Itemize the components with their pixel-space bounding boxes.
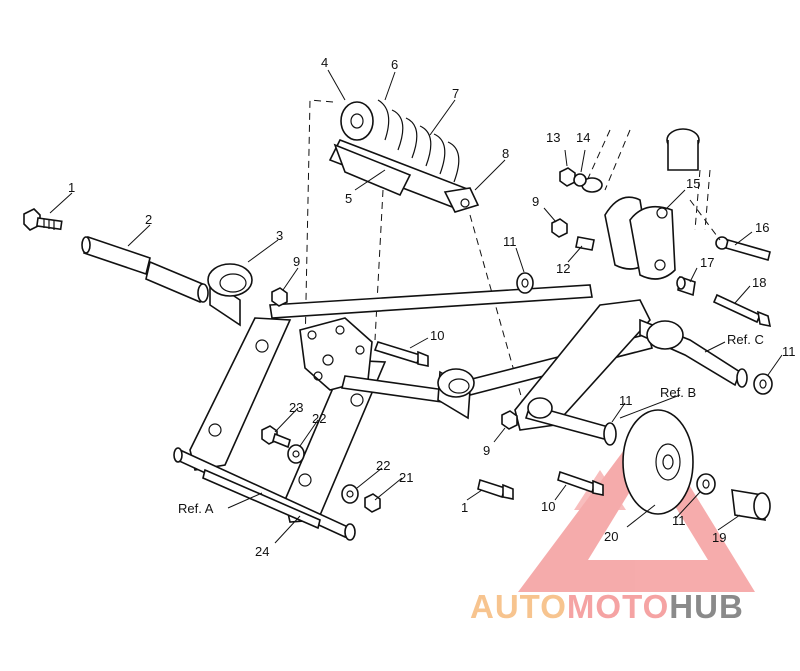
bolt-1-left [23,208,63,231]
shock-absorber [328,99,480,213]
ref-a-label: Ref. A [178,501,214,516]
nut-13 [559,167,576,187]
callout-23: 23 [289,400,303,415]
callout-16: 16 [755,220,769,235]
washer-11-far-right [753,373,773,395]
callout-8: 8 [502,146,509,161]
callout-10-upper: 10 [430,328,444,343]
watermark-text: AUTOMOTOHUB [470,588,744,625]
callout-24: 24 [255,544,269,559]
center-tube [437,368,475,420]
left-arm-plates [173,317,387,541]
bolt-10-lower [557,470,604,496]
mount-bracket [299,317,373,391]
callout-6: 6 [391,57,398,72]
dashed-upper-right [584,129,721,241]
callout-2: 2 [145,212,152,227]
callout-21: 21 [399,470,413,485]
callout-5: 5 [345,191,352,206]
callout-1-lower: 1 [461,500,468,515]
watermark-moto: MOTO [567,588,669,625]
callout-15: 15 [686,176,700,191]
bolt-18 [712,293,772,328]
callout-9-upper-right: 9 [532,194,539,209]
callout-11-far-right: 11 [782,344,796,359]
sleeve-12 [575,236,595,251]
callout-11-upper: 11 [503,234,517,249]
callout-20: 20 [604,529,618,544]
nut-9-center [501,410,518,430]
callout-labels: 1 2 3 4 6 7 8 5 9 10 13 14 9 11 12 15 16… [68,55,796,559]
ref-c-label: Ref. C [727,332,764,347]
callout-11-center: 11 [619,393,633,408]
callout-18: 18 [752,275,766,290]
bolt-16 [715,236,771,261]
callout-4: 4 [321,55,328,70]
nut-9-left [271,287,288,307]
sleeve-17 [676,275,696,297]
nut-21 [364,493,381,513]
upper-stub [581,128,700,193]
watermark-hub: HUB [669,588,744,625]
callout-7: 7 [452,86,459,101]
tube-3 [207,263,253,327]
svg-text:AUTOMOTOHUB: AUTOMOTOHUB [470,588,744,625]
ref-b-label: Ref. B [660,385,696,400]
callout-1-top-left: 1 [68,180,75,195]
callout-3: 3 [276,228,283,243]
washer-22-lower [341,484,359,504]
bolt-10-upper [373,341,429,367]
idler-wheel-20 [622,409,694,515]
nut-9-upper-right [551,218,568,238]
washer-11-upper [516,272,534,294]
mount-plate-15 [604,196,676,280]
bolt-1-lower [477,478,514,500]
washer-11-right-low [696,473,716,495]
bolt-23 [261,425,291,449]
callout-19: 19 [712,530,726,545]
callout-12: 12 [556,261,570,276]
callout-13: 13 [546,130,560,145]
washer-22-upper [287,444,305,464]
washer-14 [573,173,587,187]
callout-22-lower: 22 [376,458,390,473]
callout-14: 14 [576,130,590,145]
callout-9-center: 9 [483,443,490,458]
shaft-2 [81,235,209,304]
watermark-auto: AUTO [470,588,567,625]
callout-17: 17 [700,255,714,270]
callout-11-lower: 11 [672,513,686,528]
callout-9-left: 9 [293,254,300,269]
callout-22-upper: 22 [312,411,326,426]
leader-lines [49,69,783,544]
right-arm-assembly [514,299,748,446]
spacer-19 [731,489,771,521]
callout-10-lower: 10 [541,499,555,514]
